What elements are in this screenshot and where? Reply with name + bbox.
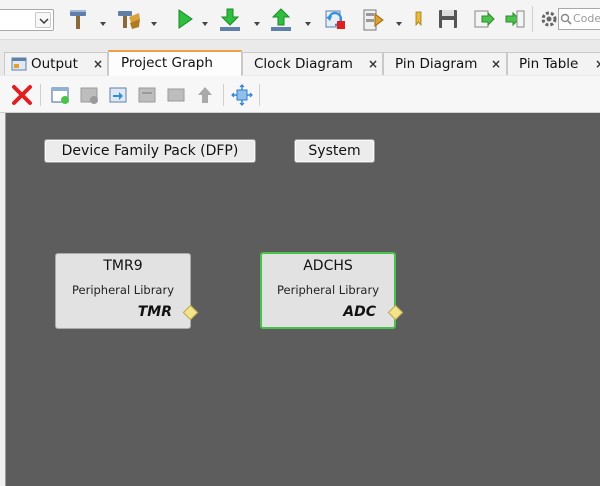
search-icon	[560, 13, 572, 25]
move-up-button[interactable]	[192, 82, 218, 108]
toolbar-separator	[532, 6, 533, 32]
chevron-down-icon[interactable]	[305, 16, 311, 26]
component-tmr9[interactable]: TMR9 Peripheral Library TMR	[55, 253, 191, 329]
hammer-icon	[70, 10, 86, 29]
import-button[interactable]	[105, 82, 131, 108]
toolbar-separator	[40, 84, 41, 106]
import-icon	[109, 87, 127, 103]
code-search-placeholder: Code	[573, 12, 600, 25]
main-toolbar: Code	[0, 0, 600, 40]
settings-button[interactable]	[536, 5, 560, 33]
chevron-down-icon[interactable]	[202, 16, 208, 26]
output-icon	[11, 57, 27, 71]
move-up-icon	[198, 87, 212, 103]
port-label: TMR	[137, 304, 172, 320]
export-icon	[138, 87, 156, 103]
program-device-button[interactable]	[357, 5, 387, 33]
tab-clock-diagram[interactable]: Clock Diagram ×	[242, 52, 383, 75]
tab-label: Pin Diagram	[395, 56, 478, 72]
component-subtitle: Peripheral Library	[71, 283, 175, 297]
graph-toolbar	[0, 76, 600, 113]
tab-output[interactable]: Output ×	[4, 52, 108, 75]
settings-icon	[541, 11, 557, 27]
tab-pin-table[interactable]: Pin Table ×	[507, 52, 600, 75]
configuration-combo[interactable]	[0, 9, 54, 31]
chevron-down-icon[interactable]	[35, 12, 51, 28]
chevron-down-icon[interactable]	[100, 16, 106, 26]
bookmark-icon	[415, 11, 422, 27]
build-button[interactable]	[63, 5, 93, 33]
remove-node-icon	[80, 87, 98, 104]
tab-project-graph[interactable]: Project Graph	[108, 50, 242, 76]
program-device-icon	[363, 9, 384, 31]
tab-label: Project Graph	[121, 55, 213, 71]
delete-icon	[12, 85, 32, 105]
clean-build-icon	[118, 11, 140, 29]
component-adchs[interactable]: ADCHS Peripheral Library ADC	[260, 252, 396, 329]
reset-icon	[325, 10, 345, 29]
save-button[interactable]	[433, 5, 463, 33]
fit-view-button[interactable]	[229, 82, 255, 108]
toolbar-separator	[223, 84, 224, 106]
fit-view-icon	[231, 84, 253, 106]
step-over-icon	[474, 10, 495, 28]
download-button[interactable]	[214, 5, 244, 33]
tab-label: Pin Table	[519, 56, 579, 72]
remove-node-button[interactable]	[76, 82, 102, 108]
group-button[interactable]	[163, 82, 189, 108]
tab-label: Clock Diagram	[254, 56, 353, 72]
new-node-icon	[51, 87, 69, 104]
group-icon	[167, 88, 185, 102]
tab-label: Output	[31, 56, 78, 72]
step-over-button[interactable]	[469, 5, 499, 33]
close-icon[interactable]: ×	[368, 57, 379, 71]
editor-tab-strip: Output × Project Graph Clock Diagram × P…	[0, 40, 600, 76]
new-node-button[interactable]	[47, 82, 73, 108]
port-label: ADC	[343, 304, 376, 320]
component-subtitle: Peripheral Library	[276, 283, 380, 297]
system-node[interactable]: System	[294, 139, 375, 163]
component-title: TMR9	[103, 258, 143, 274]
upload-button[interactable]	[265, 5, 295, 33]
export-button[interactable]	[134, 82, 160, 108]
clean-build-button[interactable]	[112, 5, 142, 33]
reset-button[interactable]	[318, 5, 348, 33]
chevron-down-icon[interactable]	[254, 16, 260, 26]
component-title: ADCHS	[303, 258, 353, 274]
run-icon	[178, 9, 193, 29]
bookmark-button[interactable]	[404, 5, 428, 33]
run-button[interactable]	[170, 5, 200, 33]
chevron-down-icon[interactable]	[151, 16, 157, 26]
close-icon[interactable]: ×	[93, 57, 104, 71]
save-icon	[439, 10, 457, 28]
code-search-input[interactable]: Code	[558, 8, 600, 30]
step-into-icon	[505, 10, 525, 28]
project-graph-canvas[interactable]: Device Family Pack (DFP) System TMR9 Per…	[5, 113, 600, 486]
chevron-down-icon[interactable]	[396, 16, 402, 26]
debug-download-icon	[220, 8, 240, 31]
delete-button[interactable]	[9, 82, 35, 108]
dfp-node[interactable]: Device Family Pack (DFP)	[44, 139, 256, 163]
close-icon[interactable]: ×	[491, 57, 502, 71]
close-icon[interactable]: ×	[595, 57, 600, 71]
toolbar-separator	[259, 84, 260, 106]
tab-pin-diagram[interactable]: Pin Diagram ×	[383, 52, 507, 75]
step-into-button[interactable]	[499, 5, 529, 33]
upload-icon	[271, 8, 291, 31]
